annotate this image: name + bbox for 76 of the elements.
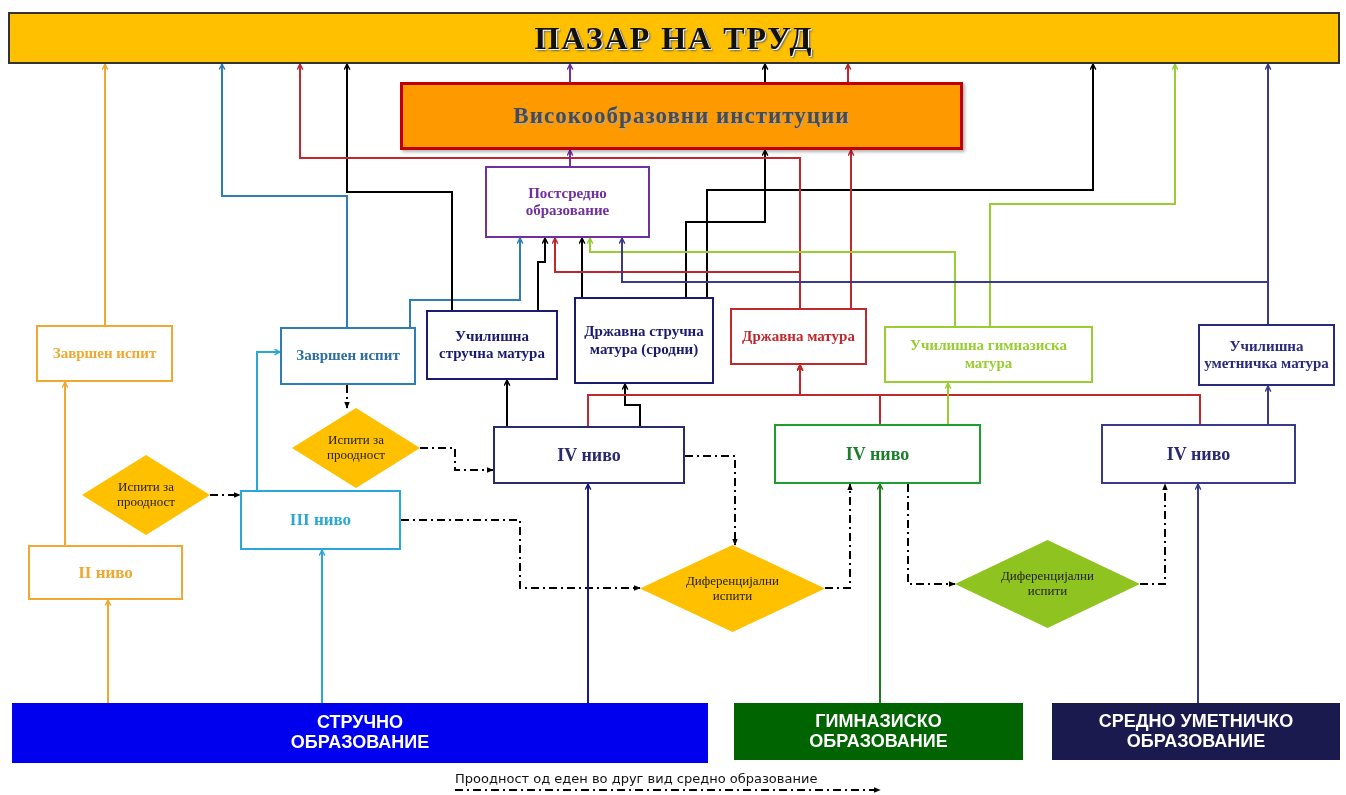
process-box [1101, 424, 1296, 484]
arrow [537, 237, 549, 311]
arrow [761, 63, 769, 83]
arrow [344, 384, 350, 409]
box-label: Државна стручна матура (сродни) [583, 323, 705, 358]
box-label: IV ниво [557, 444, 621, 466]
arrow [621, 383, 641, 427]
arrow [989, 63, 1179, 327]
box-label: Завршен испит [296, 347, 400, 365]
arrow [796, 364, 1201, 425]
box-label: Постсредно образование [524, 184, 611, 220]
arrow [318, 549, 326, 704]
category-label: ГИМНАЗИСКО ОБРАЗОВАНИЕ [808, 711, 949, 752]
process-box [240, 490, 401, 550]
box-label: Државна матура [742, 327, 855, 346]
box-label: Високообразовни институции [513, 102, 850, 130]
box-label: Испити за проодност [116, 480, 176, 510]
arrow [907, 483, 956, 587]
process-box [884, 326, 1093, 383]
box-label: IV ниво [845, 443, 910, 465]
arrow [409, 237, 524, 328]
arrow [400, 519, 641, 591]
box-label: IV ниво [1166, 443, 1231, 465]
arrow [1264, 385, 1272, 425]
arrow [104, 599, 112, 704]
box-label: Училишна уметничка матура [1204, 337, 1329, 373]
process-box [574, 297, 714, 384]
arrow [584, 483, 592, 704]
arrow [209, 492, 241, 498]
banner-title: ПАЗАР НА ТРУД [534, 19, 814, 57]
process-box [493, 426, 685, 484]
arrow [684, 455, 738, 546]
box-label: III ниво [289, 510, 352, 530]
arrow [503, 379, 511, 427]
arrow [944, 382, 952, 425]
arrow [256, 348, 281, 491]
arrow [566, 63, 574, 83]
process-box [730, 308, 867, 365]
process-box [28, 545, 183, 600]
arrow [876, 483, 884, 704]
arrow [101, 63, 109, 326]
arrow [566, 149, 574, 167]
box-label: Завршен испит [52, 344, 157, 363]
box-label: Училишна стручна матура [438, 327, 546, 363]
arrow [685, 149, 769, 298]
arrow [586, 237, 956, 327]
category-bar [734, 703, 1023, 760]
process-box [36, 325, 173, 382]
arrow [419, 447, 494, 473]
box-label: Испити за проодност [326, 433, 386, 463]
arrow [61, 381, 69, 546]
arrow [578, 237, 586, 298]
category-bar [1052, 703, 1340, 760]
process-box [426, 310, 558, 380]
process-box [774, 424, 981, 484]
arrow [1139, 483, 1168, 585]
arrow [706, 63, 1097, 298]
arrow [218, 63, 348, 328]
box-label: Диференцијални испити [684, 573, 781, 604]
process-box [1198, 324, 1335, 386]
category-label: СТРУЧНО ОБРАЗОВАНИЕ [289, 713, 431, 753]
arrow [824, 483, 853, 589]
process-box [400, 82, 963, 150]
arrow [343, 63, 453, 311]
process-box [280, 327, 416, 385]
box-label: Училишна гимназиска матура [909, 337, 1068, 372]
category-label: СРЕДНО УМЕТНИЧКО ОБРАЗОВАНИЕ [1097, 711, 1295, 752]
category-bar [12, 703, 708, 763]
banner [8, 12, 1340, 64]
arrow [1194, 483, 1202, 704]
legend-label: Проодност од еден во друг вид средно образование [455, 771, 818, 786]
process-box [485, 166, 650, 238]
arrow [844, 63, 852, 83]
box-label: II ниво [78, 562, 133, 583]
box-label: Диференцијални испити [999, 569, 1096, 599]
arrow [847, 149, 855, 309]
